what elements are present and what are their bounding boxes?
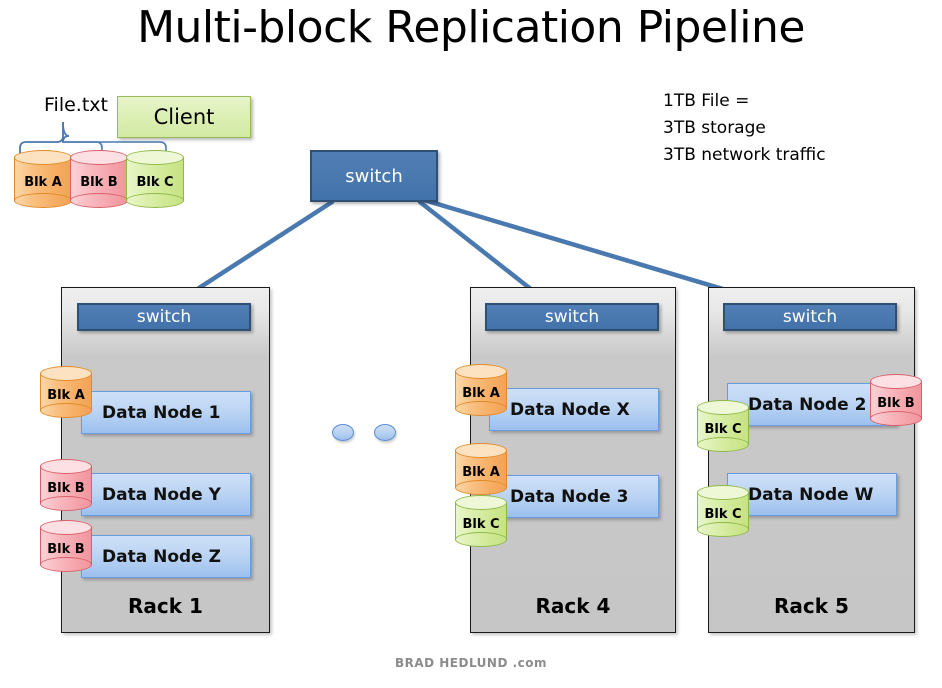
cylinder-top xyxy=(455,495,507,510)
data-node-2-block-b: Blk B xyxy=(870,374,922,426)
block-label: Blk B xyxy=(877,396,915,411)
data-node-x[interactable]: Data Node X xyxy=(489,388,659,431)
cylinder-bottom xyxy=(40,496,92,511)
data-node-z[interactable]: Data Node Z xyxy=(81,535,251,578)
rack-1: Rack 1 xyxy=(61,287,270,633)
rack-5-switch[interactable]: switch xyxy=(723,303,897,331)
core-switch[interactable]: switch xyxy=(310,150,438,202)
block-label: Blk C xyxy=(462,517,500,532)
cylinder-top xyxy=(40,459,92,474)
data-node-w[interactable]: Data Node W xyxy=(727,473,897,516)
file-label: File.txt xyxy=(44,94,108,116)
data-node-x-block-a: Blk A xyxy=(455,364,507,416)
cylinder-top xyxy=(697,485,749,500)
capacity-note: 1TB File = 3TB storage 3TB network traff… xyxy=(663,88,826,169)
block-label: Blk C xyxy=(136,175,174,190)
block-label: Blk B xyxy=(80,175,118,190)
data-node-1-block-a: Blk A xyxy=(40,366,92,418)
file-block-cylinder-a: Blk A xyxy=(14,150,72,208)
cylinder-top xyxy=(126,150,184,165)
rack-5: Rack 5 xyxy=(708,287,915,633)
block-label: Blk A xyxy=(24,175,62,190)
note-line-3: 3TB network traffic xyxy=(663,145,826,165)
footer-watermark: BRAD HEDLUND .com xyxy=(394,656,548,670)
rack-label: Rack 1 xyxy=(128,594,203,618)
block-label: Blk A xyxy=(47,388,85,403)
rack-label: Rack 4 xyxy=(535,594,611,618)
page-title: Multi-block Replication Pipeline xyxy=(137,2,805,53)
block-label: Blk A xyxy=(462,386,500,401)
cylinder-top xyxy=(455,443,507,458)
data-node-2-block-c: Blk C xyxy=(697,400,749,452)
note-line-2: 3TB storage xyxy=(663,118,766,138)
cylinder-bottom xyxy=(870,411,922,426)
cylinder-bottom xyxy=(455,532,507,547)
rack-1-switch[interactable]: switch xyxy=(77,303,251,331)
data-node-y-block-b: Blk B xyxy=(40,459,92,511)
block-label: Blk A xyxy=(462,465,500,480)
data-node-y[interactable]: Data Node Y xyxy=(81,473,251,516)
cylinder-bottom xyxy=(455,401,507,416)
client-box[interactable]: Client xyxy=(117,96,251,138)
cylinder-top xyxy=(40,366,92,381)
block-label: Blk C xyxy=(704,422,742,437)
data-node-3-block-a: Blk A xyxy=(455,443,507,495)
file-block-cylinder-b: Blk B xyxy=(70,150,128,208)
data-node-z-block-b: Blk B xyxy=(40,520,92,572)
block-label: Blk C xyxy=(704,507,742,522)
block-label: Blk B xyxy=(47,542,85,557)
cylinder-top xyxy=(40,520,92,535)
ellipsis-dot-2 xyxy=(374,424,396,441)
ellipsis-dot-1 xyxy=(332,424,354,441)
rack-4-switch[interactable]: switch xyxy=(485,303,659,331)
note-line-1: 1TB File = xyxy=(663,91,750,111)
data-node-3-block-c: Blk C xyxy=(455,495,507,547)
data-node-1[interactable]: Data Node 1 xyxy=(81,391,251,434)
block-label: Blk B xyxy=(47,481,85,496)
cylinder-bottom xyxy=(697,522,749,537)
file-brace-icon xyxy=(19,121,167,158)
rack-label: Rack 5 xyxy=(774,594,849,618)
cylinder-top xyxy=(870,374,922,389)
cylinder-bottom xyxy=(697,437,749,452)
data-node-3[interactable]: Data Node 3 xyxy=(489,475,659,518)
cylinder-bottom xyxy=(40,557,92,572)
file-block-cylinder-c: Blk C xyxy=(126,150,184,208)
cylinder-bottom xyxy=(40,403,92,418)
data-node-w-block-c: Blk C xyxy=(697,485,749,537)
cylinder-bottom xyxy=(126,193,184,208)
cylinder-top xyxy=(697,400,749,415)
cylinder-top xyxy=(455,364,507,379)
data-node-2[interactable]: Data Node 2 xyxy=(727,383,897,426)
